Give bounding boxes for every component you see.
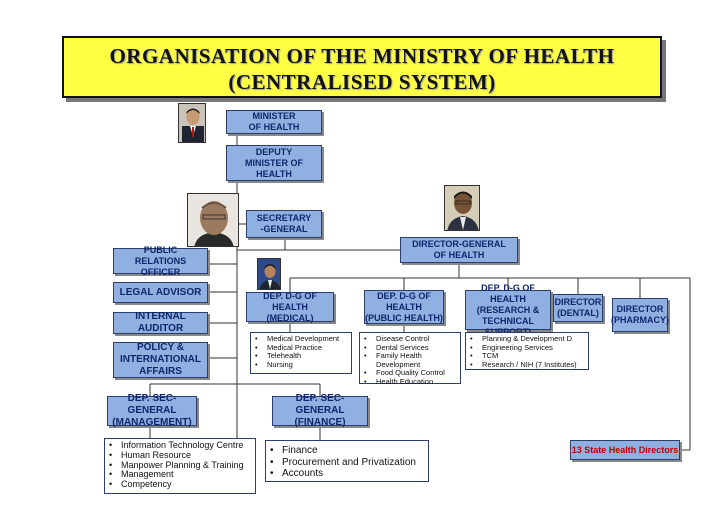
- list-item: Research / NIH (7 Institutes): [470, 360, 585, 370]
- deputy-dg-photo: [257, 258, 281, 290]
- title-line-2: (CENTRALISED SYSTEM): [228, 70, 496, 94]
- list-item: Planning & Development D: [470, 334, 585, 344]
- dep-dg-medical-box: DEP. D-G OF HEALTH (MEDICAL): [246, 291, 334, 323]
- list-item: TCM: [470, 352, 585, 361]
- list-item: Health Education: [364, 377, 457, 387]
- secretary-general-photo: [187, 193, 239, 247]
- legal-advisor-box: LEGAL ADVISOR: [113, 282, 208, 303]
- public-health-functions-list: Disease Control Dental Services Family H…: [359, 332, 461, 387]
- public-relations-box: PUBLIC RELATIONS OFFICER: [113, 245, 208, 277]
- list-item: Finance: [270, 445, 425, 457]
- minister-box: MINISTER OF HEALTH: [226, 110, 322, 134]
- portrait-icon: [179, 104, 205, 142]
- director-general-box: DIRECTOR-GENERAL OF HEALTH: [400, 237, 518, 263]
- research-functions-list: Planning & Development D Engineering Ser…: [465, 332, 589, 370]
- list-item: Engineering Services: [470, 343, 585, 353]
- list-item: Dental Services: [364, 343, 457, 353]
- portrait-icon: [188, 194, 238, 246]
- dep-dg-public-health-box: DEP. D-G OF HEALTH (PUBLIC HEALTH): [364, 290, 444, 324]
- state-health-directors-box: 13 State Health Directors: [570, 440, 680, 460]
- finance-functions-list: Finance Procurement and Privatization Ac…: [265, 440, 429, 482]
- list-item: Telehealth: [255, 352, 348, 361]
- portrait-icon: [445, 186, 479, 230]
- director-dental-box: DIRECTOR (DENTAL): [553, 294, 603, 322]
- secretary-general-box: SECRETARY -GENERAL: [246, 210, 322, 238]
- list-item: Disease Control: [364, 334, 457, 344]
- list-item: Family Health Development: [364, 351, 457, 369]
- chart-title: ORGANISATION OF THE MINISTRY OF HEALTH (…: [62, 36, 662, 98]
- director-general-photo: [444, 185, 480, 231]
- list-item: Medical Practice: [255, 343, 348, 353]
- management-functions-list: Information Technology Centre Human Reso…: [104, 438, 256, 494]
- list-item: Manpower Planning & Training: [109, 460, 252, 471]
- deputy-minister-box: DEPUTY MINISTER OF HEALTH: [226, 145, 322, 181]
- medical-functions-list: Medical Development Medical Practice Tel…: [250, 332, 352, 374]
- list-item: Food Quality Control: [364, 369, 457, 378]
- dep-dg-research-box: DEP. D-G OF HEALTH (RESEARCH & TECHNICAL…: [465, 283, 551, 337]
- director-pharmacy-box: DIRECTOR (PHARMACY): [611, 298, 669, 332]
- list-item: Management: [109, 470, 252, 480]
- title-line-1: ORGANISATION OF THE MINISTRY OF HEALTH: [109, 44, 615, 68]
- list-item: Medical Development: [255, 334, 348, 344]
- list-item: Nursing: [255, 360, 348, 370]
- list-item: Competency: [109, 479, 252, 490]
- dep-sec-finance-box: DEP. SEC-GENERAL (FINANCE): [272, 393, 368, 428]
- policy-affairs-box: POLICY & INTERNATIONAL AFFAIRS: [113, 342, 208, 378]
- portrait-icon: [258, 259, 280, 289]
- list-item: Information Technology Centre: [109, 440, 252, 451]
- list-item: Human Resource: [109, 450, 252, 461]
- minister-photo: [178, 103, 206, 143]
- internal-auditor-box: INTERNAL AUDITOR: [113, 311, 208, 334]
- list-item: Procurement and Privatization: [270, 457, 425, 469]
- dep-sec-management-box: DEP. SEC-GENERAL (MANAGEMENT): [107, 393, 197, 428]
- list-item: Accounts: [270, 468, 425, 480]
